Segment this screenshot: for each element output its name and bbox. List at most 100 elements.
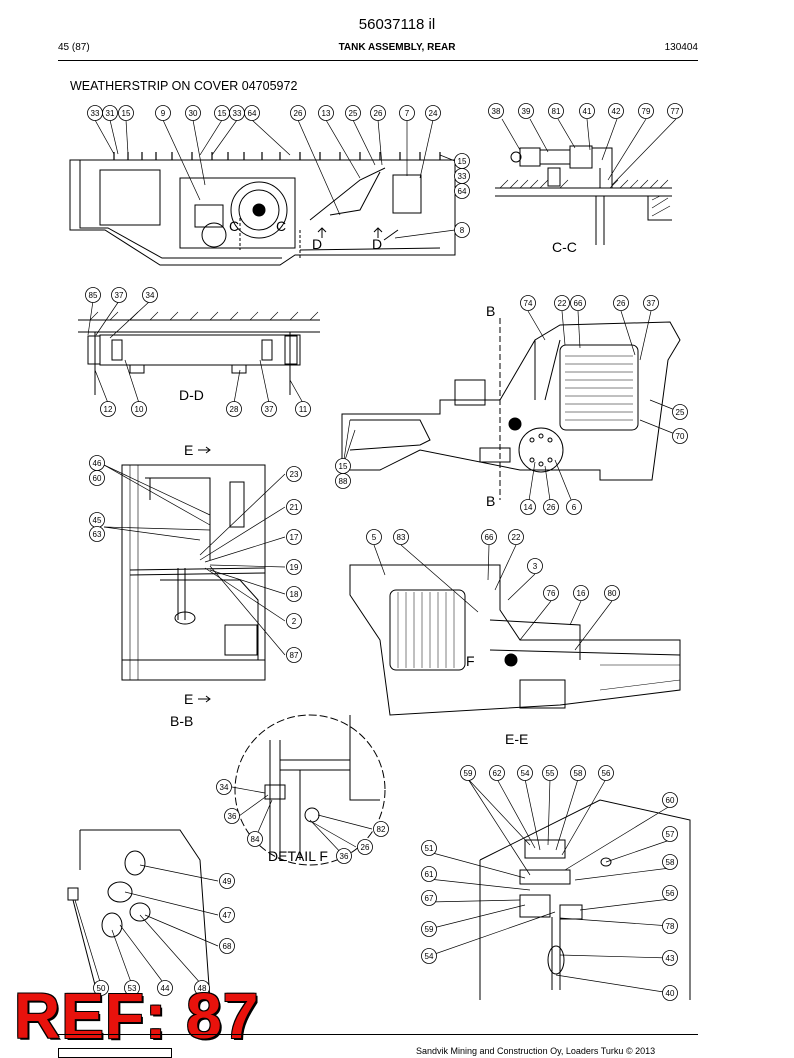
callout-number: 16	[577, 589, 586, 598]
callout-number: 47	[223, 911, 232, 920]
callout-number: 51	[425, 844, 434, 853]
callout-number: 64	[248, 109, 257, 118]
callout-number: 64	[458, 187, 467, 196]
callout-bubble	[520, 499, 536, 515]
callout-number: 54	[521, 769, 530, 778]
callout-number: 10	[135, 405, 144, 414]
callout-number: 66	[574, 299, 583, 308]
callout-number: 3	[533, 562, 538, 571]
callout-bubble	[142, 287, 158, 303]
callout-bubble	[185, 105, 201, 121]
callout-bubble	[286, 586, 302, 602]
callout-number: 15	[339, 462, 348, 471]
callout-number: 76	[547, 589, 556, 598]
callout-number: 26	[547, 503, 556, 512]
callout-number: 55	[546, 769, 555, 778]
callout-bubble	[543, 585, 559, 601]
callout-number: 43	[666, 954, 675, 963]
callout-number: 18	[290, 590, 299, 599]
callout-number: 48	[198, 984, 207, 993]
top-leaders	[94, 119, 456, 239]
callout-bubble	[421, 840, 437, 856]
section-marker-c-right: C	[276, 218, 286, 234]
callout-number: 17	[290, 533, 299, 542]
callout-bubble	[366, 529, 382, 545]
callout-number: 60	[666, 796, 675, 805]
callout-number: 33	[233, 109, 242, 118]
callout-number: 15	[122, 109, 131, 118]
callout-number: 34	[220, 783, 229, 792]
callout-bubble	[662, 985, 678, 1001]
callout-number: 15	[218, 109, 227, 118]
footer-rule	[58, 1034, 698, 1035]
callout-bubble	[573, 585, 589, 601]
callout-bubble	[393, 529, 409, 545]
callout-number: 38	[492, 107, 501, 116]
callout-number: 82	[377, 825, 386, 834]
dd-view	[78, 311, 320, 395]
callout-bubble	[672, 404, 688, 420]
callout-number: 80	[608, 589, 617, 598]
callout-number: 23	[290, 470, 299, 479]
callout-bubble	[318, 105, 334, 121]
callout-bubble	[598, 765, 614, 781]
section-marker-d-left: D	[312, 236, 322, 252]
date-code: 130404	[664, 42, 698, 53]
callout-number: 22	[512, 533, 521, 542]
callout-bubble	[111, 287, 127, 303]
callout-bubble	[89, 526, 105, 542]
callout-number: 81	[552, 107, 561, 116]
callout-number: 42	[612, 107, 621, 116]
section-marker-d-right: D	[372, 236, 382, 252]
callout-bubble	[286, 529, 302, 545]
callout-number: 34	[146, 291, 155, 300]
header-rule	[58, 60, 698, 61]
cc-view	[495, 145, 672, 245]
callout-bubble	[570, 295, 586, 311]
callout-bubble	[662, 854, 678, 870]
detail-f	[234, 714, 386, 866]
callout-bubble	[261, 401, 277, 417]
callout-bubble	[157, 980, 173, 996]
section-title: WEATHERSTRIP ON COVER 04705972	[70, 79, 298, 93]
side-view	[341, 318, 681, 500]
callout-number: 6	[572, 503, 577, 512]
callout-number: 26	[294, 109, 303, 118]
ee-view	[349, 564, 681, 716]
callout-bubble	[295, 401, 311, 417]
callout-bubble	[662, 918, 678, 934]
view-label-detail-f: DETAIL F	[268, 848, 328, 864]
callout-bubble	[454, 222, 470, 238]
callout-number: 54	[425, 952, 434, 961]
callout-number: 78	[666, 922, 675, 931]
callout-number: 67	[425, 894, 434, 903]
lower-left-fittings	[67, 829, 211, 1001]
callout-number: 57	[666, 830, 675, 839]
callout-number: 14	[524, 503, 533, 512]
callout-bubble	[481, 529, 497, 545]
footer-copyright: Sandvik Mining and Construction Oy, Load…	[416, 1046, 656, 1056]
callout-bubble	[548, 103, 564, 119]
callout-bubble	[345, 105, 361, 121]
callout-number: 15	[458, 157, 467, 166]
callout-number: 70	[676, 432, 685, 441]
callout-number: 53	[128, 984, 137, 993]
callout-bubble	[131, 401, 147, 417]
callout-bubble	[335, 473, 351, 489]
callout-bubble	[662, 792, 678, 808]
callout-bubble	[527, 558, 543, 574]
callout-number: 44	[161, 984, 170, 993]
callout-bubble	[667, 103, 683, 119]
callout-bubble	[102, 105, 118, 121]
callout-bubble	[508, 529, 524, 545]
callout-number: 37	[265, 405, 274, 414]
top-view	[69, 152, 456, 266]
callout-bubble	[100, 401, 116, 417]
callout-bubble	[672, 428, 688, 444]
callout-number: 25	[676, 408, 685, 417]
callout-number: 22	[558, 299, 567, 308]
callout-number: 28	[230, 405, 239, 414]
callout-number: 61	[425, 870, 434, 879]
callout-bubble	[118, 105, 134, 121]
view-label-cc: C-C	[552, 239, 577, 255]
